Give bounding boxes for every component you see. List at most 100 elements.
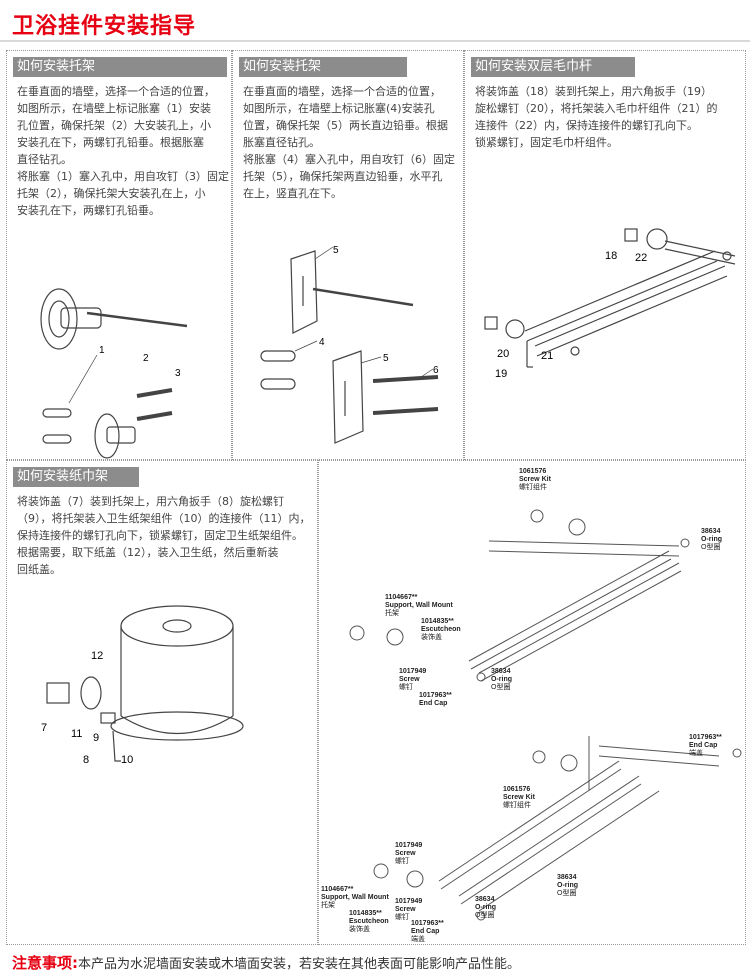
callout-en: Support, Wall Mount [385,602,453,609]
panel-install-tissue-holder: 如何安装纸巾架 将装饰盖（7）装到托架上，用六角扳手（8）旋松螺钉 （9），将托… [6,460,318,945]
instruction-line: （9），将托架装入卫生纸架组件（10）的连接件（11）内， [17,512,311,525]
instruction-line: 将装饰盖（7）装到托架上，用六角扳手（8）旋松螺钉 [17,495,284,508]
callout-en: End Cap [411,928,439,935]
instruction-line: 托架（2），确保托架大安装孔在上，小 [17,187,206,200]
callout-cn: O型圈 [557,888,576,897]
callout-en: Escutcheon [349,918,389,925]
panel-heading: 如何安装托架 [13,57,227,77]
panel-heading: 如何安装双层毛巾杆 [471,57,635,77]
part-label-12: 12 [91,650,103,662]
callout-code: 38634 [491,668,511,675]
part-label-22: 22 [635,252,647,264]
callout-code: 1014835** [421,618,454,625]
callout-code: 38634 [475,896,495,903]
panel-install-bracket-2: 如何安装托架 在垂直面的墙壁，选择一个合适的位置， 如图所示，在墙壁上标记胀塞(… [232,50,464,460]
part-label-18: 18 [605,250,617,262]
callout-code: 1017949 [395,898,422,905]
callout-en: O-ring [557,882,578,889]
callout-cn: 托架 [321,900,335,909]
callout-en: Screw [395,906,416,913]
part-label-11: 11 [71,728,82,740]
callout-en: O-ring [475,904,496,911]
title-divider [0,40,750,42]
part-label-3: 3 [175,368,181,379]
instruction-line: 安装孔在下，两螺钉孔铅垂。根据胀塞 [17,136,204,149]
callout-cn: O型圈 [491,682,510,691]
instruction-line: 在垂直面的墙壁，选择一个合适的位置， [243,85,441,98]
callout-en: Screw [395,850,416,857]
part-label-21: 21 [541,350,553,362]
part-label-6: 6 [433,365,439,376]
instruction-line: 连接件（22）内，保持连接件的螺钉孔向下。 [475,119,698,132]
instruction-line: 将装饰盖（18）装到托架上，用六角扳手（19） [475,85,712,98]
instruction-line: 锁紧螺钉，固定毛巾杆组件。 [475,136,618,149]
panel-install-bracket-1: 如何安装托架 在垂直面的墙壁，选择一个合适的位置， 如图所示，在墙壁上标记胀塞（… [6,50,232,460]
callout-code: 1017949 [399,668,426,675]
callout-cn: 螺钉组件 [503,800,531,809]
instruction-line: 保持连接件的螺钉孔向下，锁紧螺钉，固定卫生纸架组件。 [17,529,303,542]
part-label-9: 9 [93,732,99,744]
callout-en: Screw Kit [503,794,536,801]
panel-instructions: 在垂直面的墙壁，选择一个合适的位置， 如图所示，在墙壁上标记胀塞(4)安装孔 位… [243,83,455,202]
instruction-line: 将胀塞（4）塞入孔中，用自攻钉（6）固定 [243,153,455,166]
callout-en: O-ring [491,676,512,683]
callout-code: 1104667** [385,594,418,601]
callout-cn: 螺钉 [399,682,413,691]
instruction-line: 旋松螺钉（20），将托架装入毛巾杆组件（21）的 [475,102,718,115]
bracket-diagram-2: 5 4 5 6 [260,245,439,444]
instruction-line: 在垂直面的墙壁，选择一个合适的位置， [17,85,215,98]
callout-cn: O型圈 [475,910,494,919]
page-title: 卫浴挂件安装指导 [12,14,197,39]
panel-install-towel-bar: 如何安装双层毛巾杆 将装饰盖（18）装到托架上，用六角扳手（19） 旋松螺钉（2… [464,50,746,460]
towel-bar-diagram: 18 22 20 21 19 [484,228,736,380]
bracket-diagram-1: 1 2 3 [40,288,188,459]
part-label-7: 7 [41,722,47,734]
instruction-line: 安装孔在下，两螺钉孔铅垂。 [17,204,160,217]
instruction-line: 回纸盖。 [17,563,61,576]
callout-en: Screw [399,676,420,683]
panel-instructions: 将装饰盖（7）装到托架上，用六角扳手（8）旋松螺钉 （9），将托架装入卫生纸架组… [17,493,311,578]
part-label-2: 2 [143,353,149,364]
callout-cn: 螺钉 [395,912,409,921]
part-label-5b: 5 [383,353,389,364]
callout-code: 1061576 [519,468,546,475]
callout-cn: 端盖 [411,934,425,943]
instruction-line: 胀塞直径钻孔。 [243,136,320,149]
footer-label: 注意事项: [12,954,78,972]
callout-code: 1017963** [689,734,722,741]
tissue-holder-diagram: 12 7 11 9 8 10 [41,605,244,766]
footer-note: 注意事项:本产品为水泥墙面安装或木墙面安装，若安装在其他表面可能影响产品性能。 [12,952,520,973]
part-label-20: 20 [497,348,509,360]
panel-exploded-diagrams: 1061576 Screw Kit 螺钉组件 38634 O-ring O型圈 … [318,460,746,945]
callout-code: 38634 [701,528,721,535]
callout-code: 1061576 [503,786,530,793]
callout-en: O-ring [701,536,722,543]
callout-code: 1017963** [419,692,452,699]
callout-code: 38634 [557,874,577,881]
callout-cn: 装饰盖 [349,924,370,933]
instruction-line: 如图所示，在墙壁上标记胀塞（1）安装 [17,102,211,115]
callout-en: End Cap [419,700,447,707]
part-label-1: 1 [99,345,105,356]
instruction-line: 如图所示，在墙壁上标记胀塞(4)安装孔 [243,102,435,115]
instruction-line: 将胀塞（1）塞入孔中，用自攻钉（3）固定 [17,170,229,183]
callout-en: End Cap [689,742,717,749]
exploded-diagram: 1061576 Screw Kit 螺钉组件 38634 O-ring O型圈 … [321,468,742,943]
callout-code: 1104667** [321,886,354,893]
callout-cn: 装饰盖 [421,632,442,641]
callout-en: Support, Wall Mount [321,894,389,901]
panel-heading: 如何安装纸巾架 [13,467,139,487]
callout-en: Escutcheon [421,626,461,633]
part-label-8: 8 [83,754,89,766]
callout-cn: O型圈 [701,542,720,551]
instruction-line: 孔位置，确保托架（2）大安装孔上，小 [17,119,211,132]
callout-code: 1017963** [411,920,444,927]
instruction-line: 位置，确保托架（5）两长直边铅垂。根据 [243,119,448,132]
part-label-19: 19 [495,368,507,380]
callout-cn: 螺钉 [395,856,409,865]
callout-cn: 端盖 [689,748,703,757]
callout-code: 1014835** [349,910,382,917]
panel-instructions: 在垂直面的墙壁，选择一个合适的位置， 如图所示，在墙壁上标记胀塞（1）安装 孔位… [17,83,229,219]
part-label-4: 4 [319,337,325,348]
instruction-line: 托架（5），确保托架两直边铅垂，水平孔 [243,170,443,183]
